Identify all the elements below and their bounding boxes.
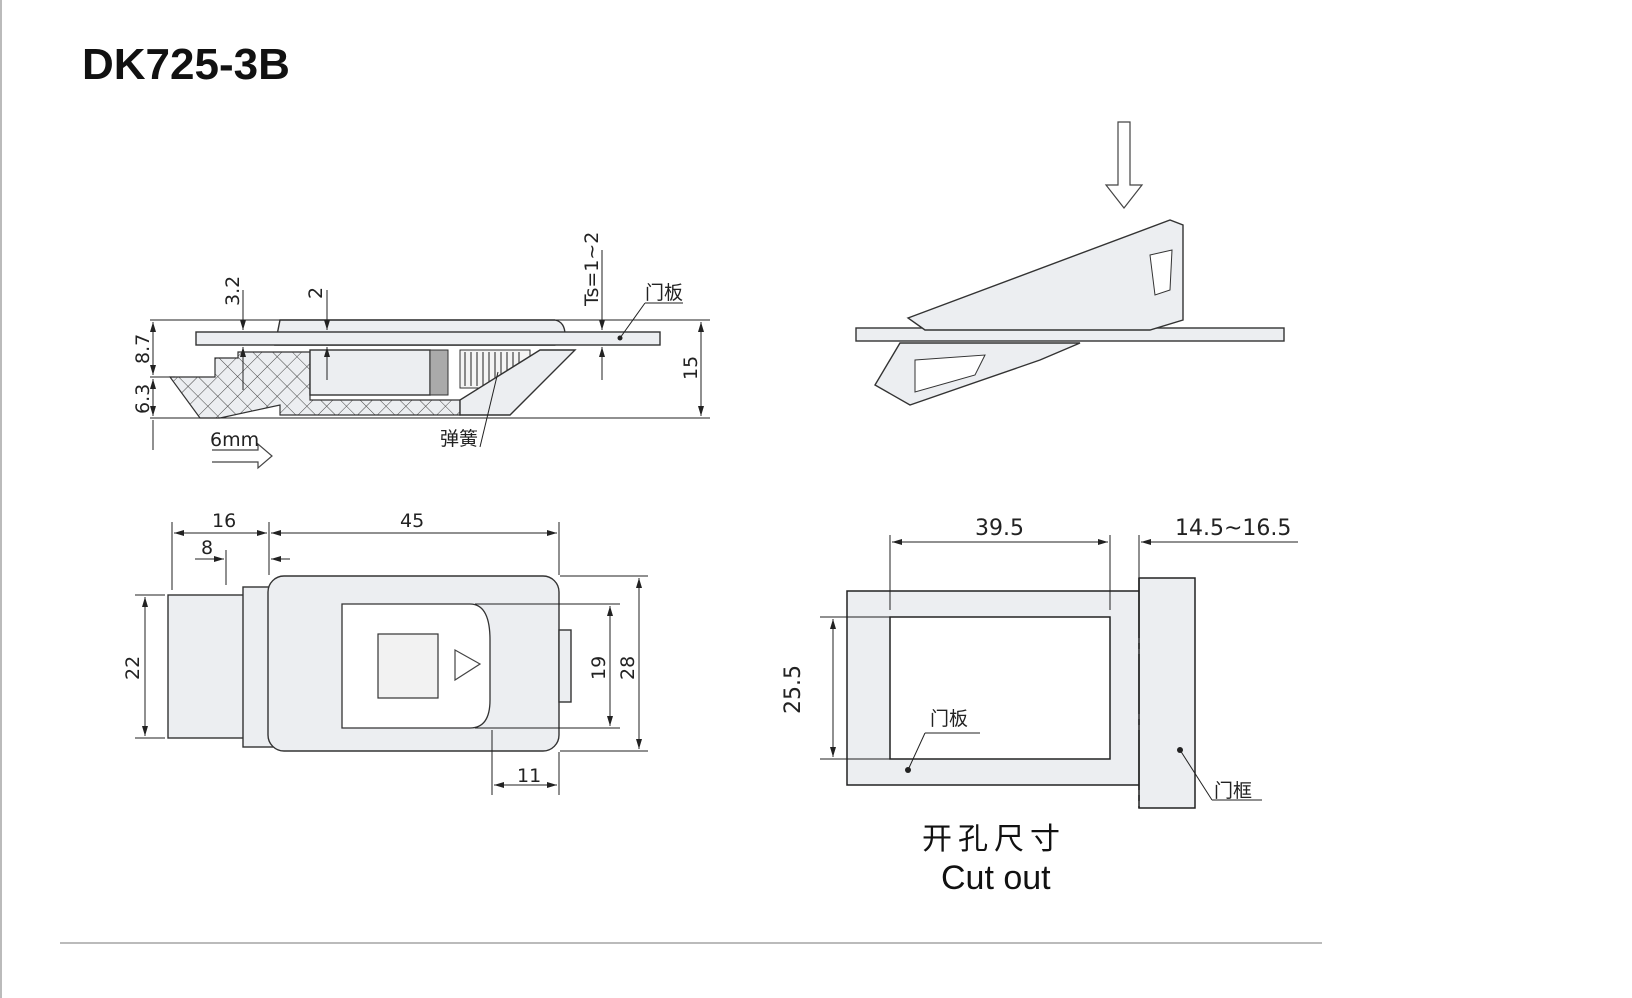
dim-45: 45: [400, 510, 424, 532]
dim-25-5: 25.5: [781, 665, 806, 714]
caption-en: Cut out: [941, 859, 1051, 897]
travel-arrow-icon: [212, 442, 273, 470]
dim-11: 11: [517, 765, 541, 787]
dim-39-5: 39.5: [975, 516, 1024, 541]
product-title: DK725-3B: [82, 40, 290, 89]
dim-28: 28: [617, 656, 639, 680]
label-spring: 弹簧: [440, 428, 478, 450]
cutout-hole: [889, 616, 1111, 760]
section-view: 3.2 2 Ts=1~2 门板 8.7 6.3 15 6mm 弹簧: [132, 232, 710, 470]
dim-16: 16: [212, 510, 236, 532]
door-panel-section: [195, 331, 661, 346]
dim-22: 22: [122, 656, 144, 680]
dim-6-3: 6.3: [132, 384, 154, 414]
door-frame-outline: [1138, 577, 1196, 809]
latch-iso: [906, 219, 1184, 331]
label-door-panel: 门板: [645, 282, 683, 304]
dim-14-5-16-5: 14.5~16.5: [1175, 516, 1291, 541]
plan-view: 16 45 8 22 19 28 11: [122, 510, 648, 795]
isometric-view: [855, 121, 1285, 406]
dim-ts: Ts=1~2: [581, 232, 603, 307]
travel-label: 6mm: [210, 429, 259, 451]
slider-block: [309, 349, 431, 396]
dim-2: 2: [305, 287, 327, 299]
label-door-panel-cutout: 门板: [930, 708, 968, 730]
triangle-arrow-icon: [454, 648, 482, 682]
dim-3-2: 3.2: [222, 276, 244, 306]
dim-8-7: 8.7: [132, 334, 154, 364]
press-arrow-icon: [1104, 121, 1144, 209]
dim-15: 15: [680, 356, 702, 380]
dim-19: 19: [588, 656, 610, 680]
cutout-view: 39.5 14.5~16.5 25.5 门板 门框 开孔尺寸 Cut out: [781, 516, 1298, 897]
caption-cn: 开孔尺寸: [922, 822, 1066, 857]
label-door-frame: 门框: [1214, 780, 1252, 802]
dim-8: 8: [201, 537, 213, 559]
